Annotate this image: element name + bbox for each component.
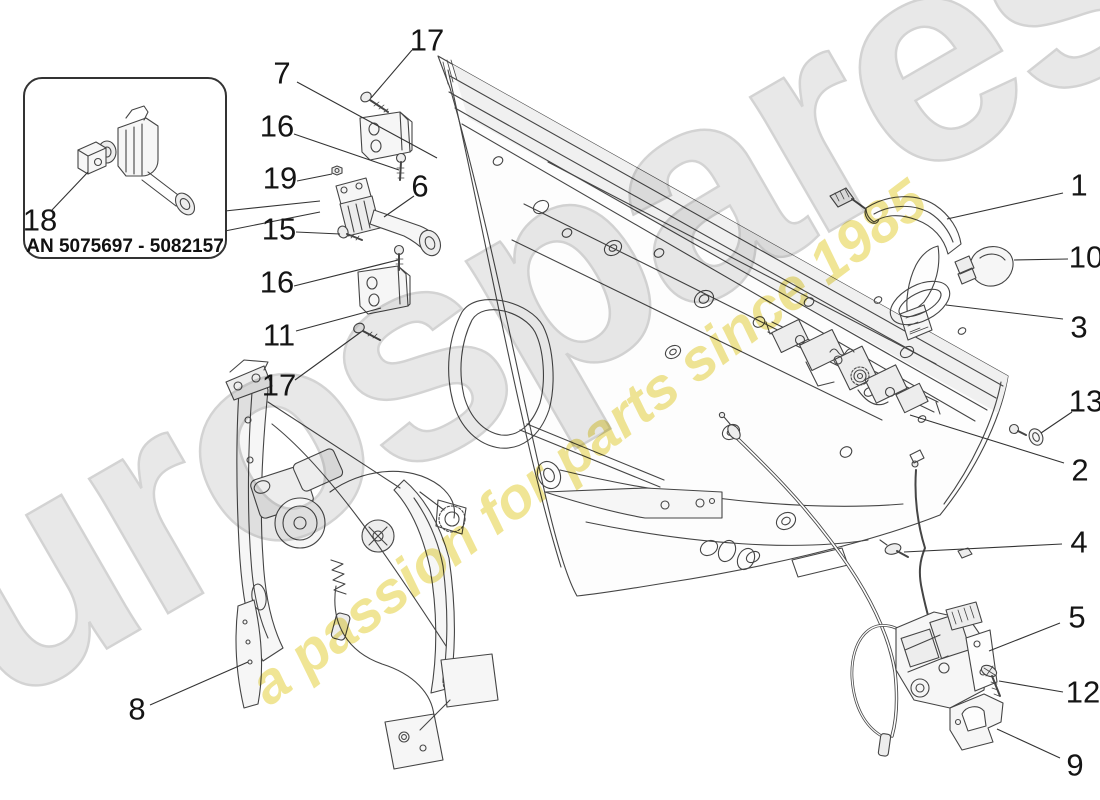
leader-line-6: [383, 195, 415, 218]
callout-label-4: 4: [1070, 525, 1087, 560]
inset-bumper-drawing: [77, 141, 107, 175]
handle-cap-drawing: [954, 246, 1014, 287]
callout-label-19: 19: [263, 161, 297, 196]
leader-line-19: [296, 173, 333, 182]
leader-line-8: [149, 661, 249, 706]
lock-striker-drawing: [949, 693, 1004, 751]
callout-label-5: 5: [1068, 600, 1085, 635]
callout-label-8: 8: [128, 692, 145, 727]
inset-reference-lines: [224, 200, 321, 232]
callout-label-16: 16: [260, 109, 294, 144]
callout-label-16: 16: [260, 265, 294, 300]
handle-mechanism-drawing: [765, 318, 941, 415]
callout-label-9: 9: [1066, 748, 1083, 783]
leader-line-13: [1040, 411, 1073, 434]
inset-box: AN 5075697 - 5082157: [23, 77, 321, 259]
callout-label-18: 18: [23, 203, 57, 238]
door-bolt-drawing: [879, 539, 973, 559]
door-check-nut-drawing: [331, 165, 343, 176]
door-panel-drawing: [437, 55, 1009, 597]
leader-line-12: [998, 680, 1064, 693]
callout-label-1: 1: [1070, 168, 1087, 203]
leader-line-11: [295, 307, 382, 332]
leader-line-2: [909, 414, 1065, 464]
leader-line-17: [294, 331, 362, 381]
lock-screw-drawing: [980, 664, 1001, 697]
callout-label-6: 6: [411, 169, 428, 204]
leader-line-17: [370, 49, 413, 99]
callout-label-12: 12: [1066, 675, 1100, 710]
callout-label-3: 3: [1070, 310, 1087, 345]
lower-hinge-bolt-drawing: [393, 244, 405, 271]
leader-line-10: [1013, 258, 1069, 261]
callout-label-17: 17: [262, 368, 296, 403]
leader-line-5: [988, 622, 1061, 652]
callout-label-11: 11: [263, 318, 295, 353]
leader-line-15: [295, 231, 341, 235]
release-cable-drawing: [718, 411, 899, 757]
leader-line-16: [293, 133, 400, 171]
window-regulator-drawing: [225, 359, 499, 770]
lock-cable-drawing: [850, 624, 905, 737]
leader-line-1: [946, 192, 1064, 220]
upper-hinge-drawing: [359, 111, 413, 161]
leader-line-16: [293, 259, 399, 287]
regulator-rail-bracket: [235, 599, 263, 709]
leader-line-18: [51, 171, 89, 211]
handle-gasket-drawing: [889, 280, 951, 326]
lower-hinge-screw-drawing: [353, 322, 381, 341]
door-check-drawing: [335, 177, 442, 257]
leader-line-4: [903, 543, 1063, 553]
door-lock-drawing: [895, 601, 998, 709]
inset-caption: AN 5075697 - 5082157: [26, 236, 224, 257]
callouts-layer: 17 7 16 19 6 15 16 11 17 8 18 1 10 3 13 2 4 5 12 9: [23, 23, 1100, 783]
leader-line-7: [296, 81, 438, 159]
inset-door-check-drawing: [97, 105, 196, 216]
callout-label-15: 15: [262, 212, 296, 247]
leader-line-3: [945, 304, 1064, 320]
callout-label-17: 17: [410, 23, 444, 58]
upper-hinge-bolt-drawing: [395, 152, 407, 181]
leader-line-9: [996, 728, 1061, 759]
upper-hinge-screw-drawing: [360, 91, 389, 113]
grommet-plug-drawing: [1008, 423, 1044, 446]
callout-label-10: 10: [1069, 240, 1100, 275]
callout-label-2: 2: [1071, 453, 1088, 488]
callout-label-13: 13: [1069, 384, 1100, 419]
callout-label-7: 7: [273, 56, 290, 91]
exterior-handle-drawing: [829, 187, 962, 341]
